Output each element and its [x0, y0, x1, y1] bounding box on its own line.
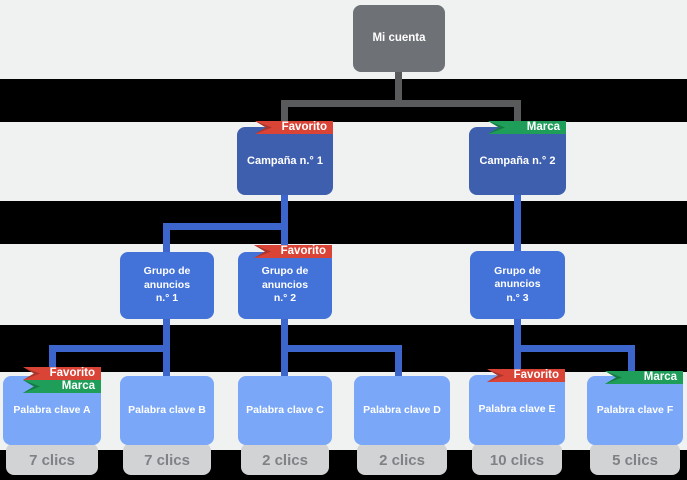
favorito-ribbon: Favorito: [255, 121, 333, 134]
campaign-2-node: Campaña n.° 2: [469, 127, 566, 195]
clicks-badge-keyword-e: 10 clics: [472, 443, 562, 475]
clicks-label: 2 clics: [379, 452, 425, 469]
favorito-ribbon-label: Favorito: [513, 369, 559, 381]
connector-account-stem: [395, 72, 402, 107]
connector-to-adgroup-1: [163, 223, 170, 252]
connector-to-campaign-1: [281, 100, 288, 127]
marca-ribbon: Marca: [23, 380, 101, 393]
favorito-ribbon: Favorito: [23, 367, 101, 380]
keyword-d-label: Palabra clave D: [363, 403, 441, 416]
marca-ribbon: Marca: [488, 121, 566, 134]
connector-adgroup1-bar: [49, 345, 170, 352]
keyword-c-label: Palabra clave C: [246, 403, 324, 416]
connector-to-keyword-d: [395, 345, 402, 376]
campaign-2-label: Campaña n.° 2: [479, 154, 556, 167]
adgroup-3-line1: Grupo de anuncios: [494, 264, 541, 291]
favorito-ribbon: Favorito: [254, 245, 332, 258]
favorito-ribbon: Favorito: [487, 369, 565, 382]
connector-account-bar: [281, 100, 521, 107]
account-label: Mi cuenta: [372, 32, 426, 45]
connector-campaign1-bar: [163, 223, 288, 230]
clicks-label: 7 clics: [29, 452, 75, 469]
keyword-a-label: Palabra clave A: [13, 403, 91, 416]
favorito-ribbon-label: Favorito: [49, 367, 95, 379]
keyword-e-node: Palabra clave E: [469, 375, 565, 445]
clicks-badge-keyword-d: 2 clics: [357, 443, 447, 475]
keyword-b-node: Palabra clave B: [120, 376, 214, 445]
connector-to-keyword-f: [628, 345, 635, 371]
connector-adgroup2-bar: [281, 345, 402, 352]
marca-ribbon-label: Marca: [526, 121, 560, 133]
keyword-a-node: Palabra clave A: [3, 376, 101, 445]
clicks-badge-keyword-c: 2 clics: [241, 443, 329, 475]
adgroup-2-line2: n.° 2: [273, 292, 297, 305]
clicks-badge-keyword-a: 7 clics: [6, 443, 98, 475]
marca-ribbon-label: Marca: [643, 371, 677, 383]
keyword-f-label: Palabra clave F: [596, 403, 674, 416]
keyword-d-node: Palabra clave D: [354, 376, 450, 445]
clicks-label: 10 clics: [489, 452, 545, 469]
favorito-ribbon-label: Favorito: [280, 245, 326, 257]
marca-ribbon-label: Marca: [61, 380, 95, 392]
marca-ribbon: Marca: [605, 371, 683, 384]
clicks-label: 7 clics: [144, 452, 190, 469]
adgroup-1-line2: n.° 1: [155, 292, 179, 305]
clicks-label: 5 clics: [612, 452, 658, 469]
connector-to-campaign-2: [514, 100, 521, 127]
keyword-f-node: Palabra clave F: [587, 376, 683, 445]
adgroup-2-line1: Grupo de anuncios: [261, 265, 309, 291]
clicks-label: 2 clics: [262, 452, 308, 469]
connector-adgroup3-bar: [514, 345, 635, 352]
adgroup-3-line2: n.° 3: [506, 291, 529, 304]
connector-to-keyword-a: [49, 345, 56, 368]
keyword-c-node: Palabra clave C: [238, 376, 332, 445]
adgroup-1-line1: Grupo de anuncios: [143, 265, 191, 291]
keyword-b-label: Palabra clave B: [128, 403, 206, 416]
keyword-e-label: Palabra clave E: [478, 403, 556, 416]
background-stripe: [0, 201, 687, 244]
campaign-1-label: Campaña n.° 1: [247, 154, 323, 167]
account-node: Mi cuenta: [353, 5, 445, 72]
clicks-badge-keyword-f: 5 clics: [590, 443, 680, 475]
favorito-ribbon-label: Favorito: [281, 121, 327, 133]
connector-campaign2-to-adgroup3: [514, 195, 521, 251]
clicks-badge-keyword-b: 7 clics: [123, 443, 211, 475]
campaign-1-node: Campaña n.° 1: [237, 127, 333, 195]
background-stripe: [0, 450, 687, 480]
